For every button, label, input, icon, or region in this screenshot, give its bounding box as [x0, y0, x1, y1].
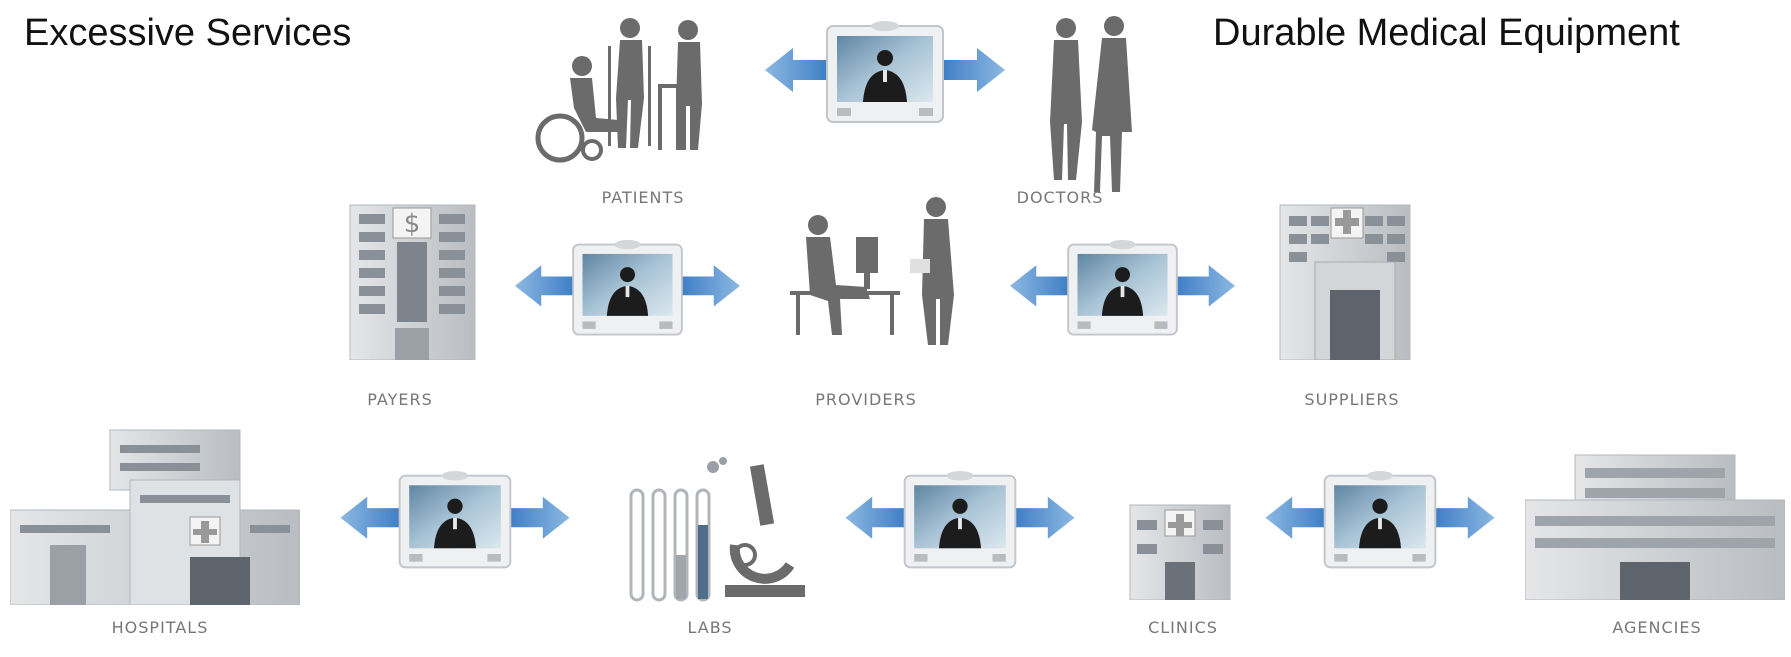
label-suppliers: SUPPLIERS: [1304, 390, 1400, 409]
label-clinics: CLINICS: [1148, 618, 1218, 637]
cross-icon: [1168, 514, 1192, 536]
dollar-sign-icon: $: [404, 209, 421, 239]
cross-icon: [193, 521, 217, 543]
cross-icon: [1335, 210, 1359, 234]
label-providers: PROVIDERS: [815, 390, 917, 409]
video-link-clinics-agencies: [1265, 470, 1495, 575]
label-doctors: DOCTORS: [1016, 188, 1104, 207]
label-payers: PAYERS: [367, 390, 433, 409]
doctors-illustration: [1050, 16, 1132, 192]
hospitals-building-illustration: [10, 429, 300, 605]
video-link-providers-suppliers: [1010, 238, 1235, 343]
label-patients: PATIENTS: [601, 188, 685, 207]
providers-illustration: [790, 197, 954, 345]
clinics-building-illustration: [1129, 504, 1231, 600]
patients-illustration: [535, 18, 702, 163]
video-link-payers-providers: [515, 238, 740, 343]
label-agencies: AGENCIES: [1612, 618, 1702, 637]
heading-durable-medical-equipment: Durable Medical Equipment: [1213, 12, 1680, 54]
heading-excessive-services: Excessive Services: [24, 12, 352, 54]
video-link-hospitals-labs: [340, 470, 570, 575]
agencies-building-illustration: [1525, 454, 1785, 600]
label-hospitals: HOSPITALS: [111, 618, 209, 637]
labs-illustration: [629, 457, 805, 602]
video-link-labs-clinics: [845, 470, 1075, 575]
payers-building-illustration: $: [349, 204, 476, 360]
suppliers-building-illustration: [1279, 204, 1411, 360]
video-link-patients-doctors: [765, 20, 1005, 130]
label-labs: LABS: [687, 618, 733, 637]
